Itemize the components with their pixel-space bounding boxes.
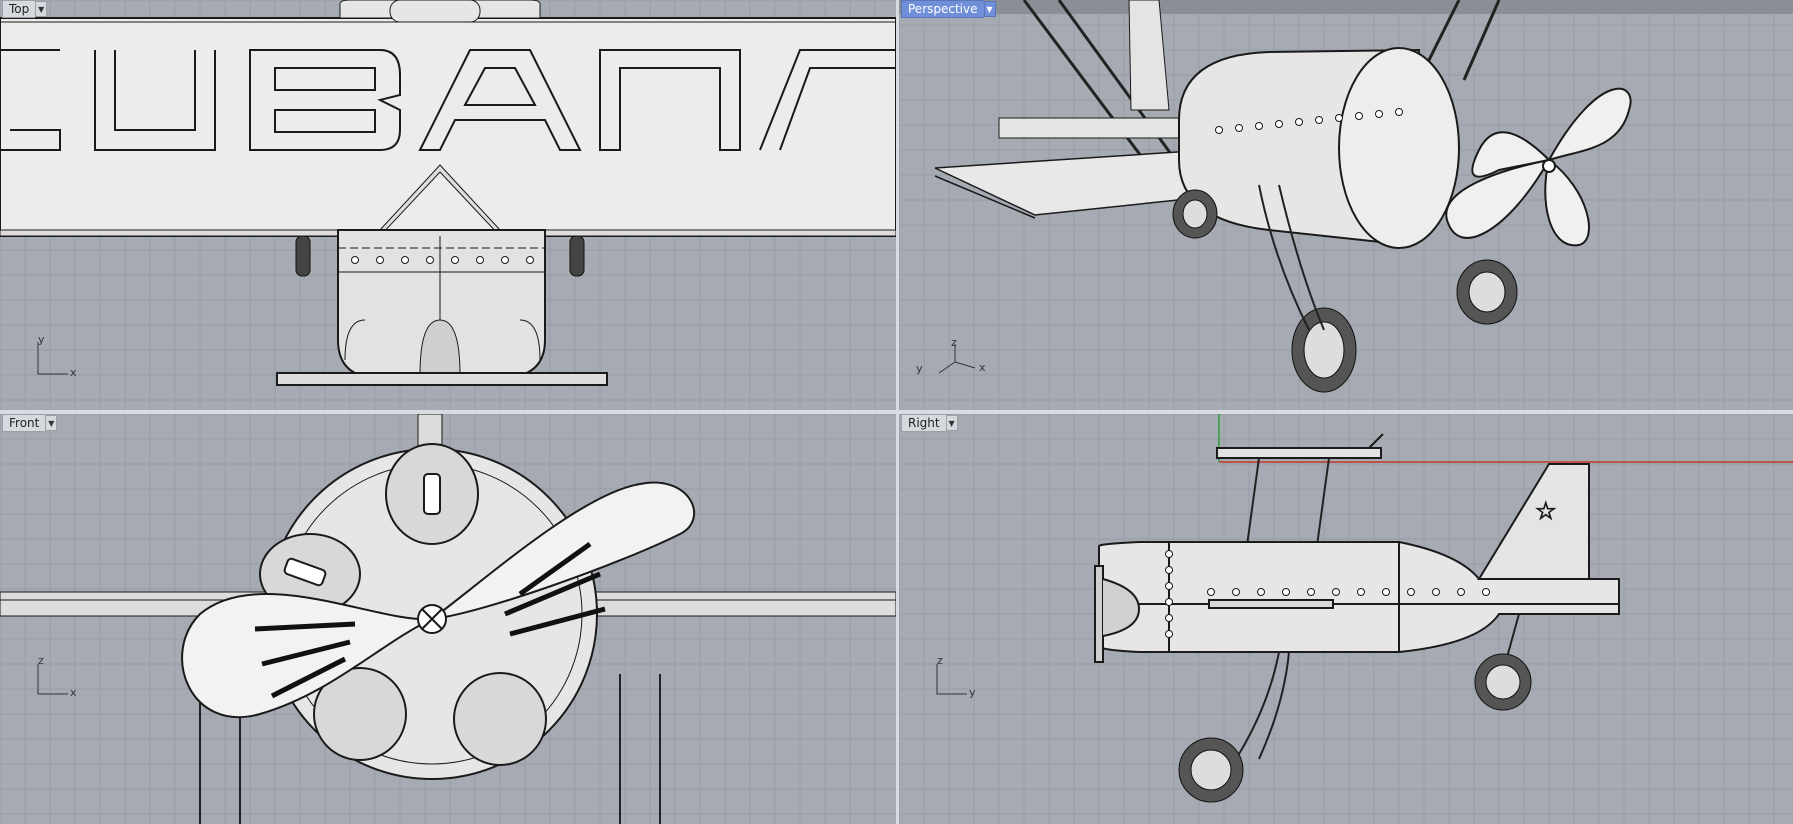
fuselage-right	[1098, 541, 1620, 653]
rivets	[1215, 108, 1403, 134]
rivet	[1332, 588, 1340, 596]
wheels-right	[1178, 653, 1532, 803]
rivet	[1165, 582, 1173, 590]
viewport-title[interactable]: Front	[2, 414, 46, 432]
rivet	[1355, 112, 1363, 120]
rivet	[1257, 588, 1265, 596]
rivet	[401, 256, 409, 264]
axis-label-y: y	[969, 686, 976, 699]
rivet	[1232, 588, 1240, 596]
axis-indicator	[936, 664, 967, 695]
rivet	[1165, 566, 1173, 574]
dropdown-arrow-icon[interactable]: ▼	[45, 415, 58, 431]
rivet	[1165, 598, 1173, 606]
rivet	[501, 256, 509, 264]
rivet	[1357, 588, 1365, 596]
front-view-canvas[interactable]: z x	[0, 414, 896, 824]
dropdown-arrow-icon[interactable]: ▼	[35, 1, 48, 17]
viewport-tab-right[interactable]: Right ▼	[901, 414, 958, 432]
rivet	[1165, 614, 1173, 622]
rivets	[351, 256, 534, 264]
rivet	[1382, 588, 1390, 596]
axis-label-x: x	[70, 686, 77, 699]
rivet	[476, 256, 484, 264]
tail	[998, 0, 1200, 139]
axis-indicator	[37, 342, 68, 375]
viewport-title[interactable]: Perspective	[901, 0, 984, 18]
rivet	[1457, 588, 1465, 596]
rivet	[376, 256, 384, 264]
viewport-tab-front[interactable]: Front ▼	[2, 414, 58, 432]
rivet	[1307, 588, 1315, 596]
cubana-lettering	[0, 49, 896, 151]
rivet	[1215, 126, 1223, 134]
viewport-perspective[interactable]: Perspective ▼	[898, 0, 1793, 411]
landing-legs	[1258, 184, 1325, 331]
right-view-canvas[interactable]: ☆ z y	[899, 414, 1793, 824]
rivet	[1295, 118, 1303, 126]
construction-grid	[899, 414, 1793, 824]
fuselage-perspective	[1178, 47, 1460, 249]
upper-wing	[0, 17, 896, 237]
viewport-top[interactable]: Top ▼	[0, 0, 896, 410]
rivet	[1375, 110, 1383, 118]
rivet	[1395, 108, 1403, 116]
perspective-view-canvas[interactable]: z y x	[899, 0, 1793, 410]
rivet	[1482, 588, 1490, 596]
axis-label-z: z	[951, 336, 957, 349]
upper-wing-right	[1216, 433, 1384, 459]
rivet	[1255, 122, 1263, 130]
axis-label-y: y	[916, 362, 923, 375]
viewport-tab-perspective[interactable]: Perspective ▼	[901, 0, 996, 18]
rivet	[1335, 114, 1343, 122]
propeller-perspective	[1445, 87, 1632, 247]
axis-indicator	[37, 664, 68, 695]
propeller-stripes	[254, 541, 606, 699]
dropdown-arrow-icon[interactable]: ▼	[945, 415, 958, 431]
axis-label-y: y	[38, 333, 45, 346]
viewport-splitter-vertical[interactable]	[896, 0, 899, 824]
viewport-title[interactable]: Top	[2, 0, 36, 18]
tail-plane-top	[276, 372, 608, 386]
rivets	[1165, 550, 1490, 638]
wheels-top	[295, 235, 585, 277]
rivet	[1407, 588, 1415, 596]
rivet	[351, 256, 359, 264]
rivet	[1207, 588, 1215, 596]
rivet	[426, 256, 434, 264]
rivet	[1235, 124, 1243, 132]
nose-right	[1094, 565, 1141, 663]
rivet	[1282, 588, 1290, 596]
rivet	[1315, 116, 1323, 124]
rivet	[1275, 120, 1283, 128]
horizon-band	[899, 0, 1793, 14]
axis-label-z: z	[38, 654, 44, 667]
star-icon: ☆	[1535, 497, 1557, 525]
rivet	[1165, 630, 1173, 638]
viewport-tab-top[interactable]: Top ▼	[2, 0, 48, 18]
axis-label-x: x	[979, 361, 986, 374]
viewport-front[interactable]: Front ▼	[0, 414, 896, 824]
propeller-front	[181, 481, 696, 718]
top-view-canvas[interactable]: y x	[0, 0, 896, 410]
axis-label-x: x	[70, 366, 77, 379]
rivet	[1165, 550, 1173, 558]
viewport-right[interactable]: Right ▼	[899, 414, 1793, 824]
tail-fin-right	[1477, 463, 1590, 580]
axis-label-z: z	[937, 654, 943, 667]
nose-top	[339, 0, 541, 23]
fuselage-top	[337, 229, 546, 379]
rivet	[451, 256, 459, 264]
rivet	[526, 256, 534, 264]
viewport-title[interactable]: Right	[901, 414, 946, 432]
dropdown-arrow-icon[interactable]: ▼	[983, 1, 996, 17]
rivet	[1432, 588, 1440, 596]
axis-indicator	[938, 344, 976, 374]
